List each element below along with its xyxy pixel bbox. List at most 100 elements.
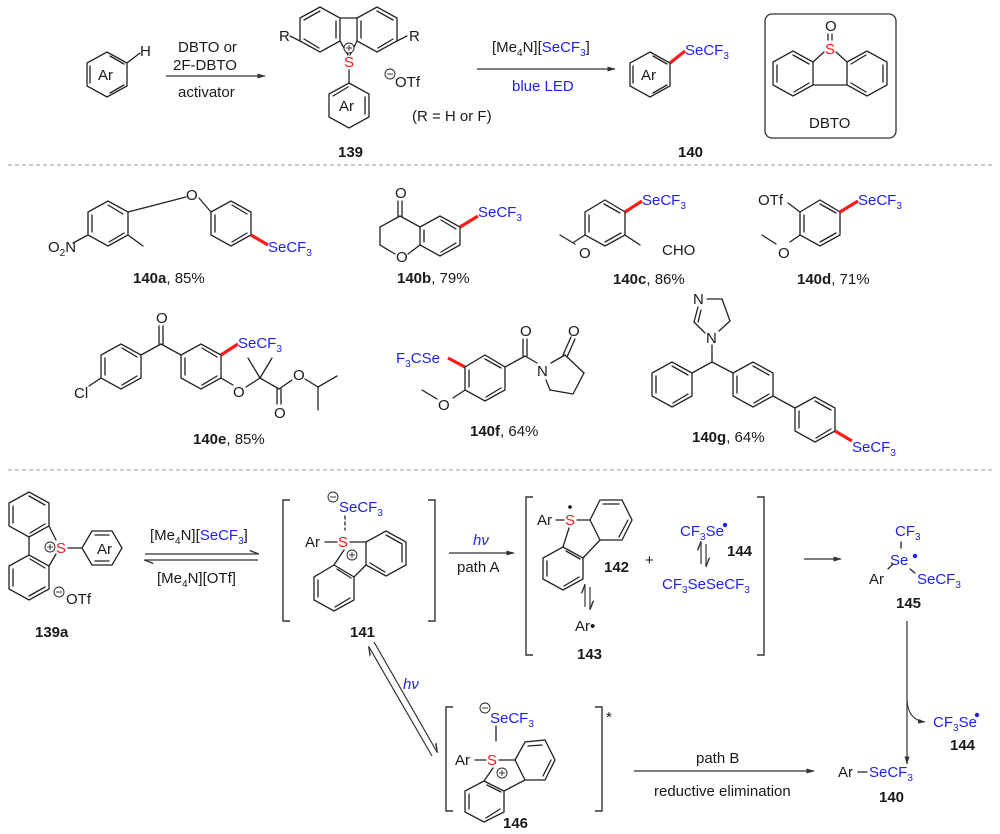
step1-reagent-1: DBTO or [178,39,237,56]
142-ar: Ar [537,512,552,529]
excited-state-star: * [606,709,612,726]
final-ar: Ar [838,764,853,781]
dbto-oxygen: O [825,18,837,35]
145-se: Se [890,552,908,569]
step2-reagent: [Me4N][SeCF3] [492,39,590,59]
ring-oxygen: O [396,249,408,266]
146-secf3: SeCF3 [490,710,534,730]
145-cf3: CF3 [895,523,921,543]
145-ar: Ar [869,571,884,588]
radical-dot-icon [568,505,572,509]
final-secf3: SeCF3 [869,764,913,784]
139a-label: 139a [35,624,69,641]
reverse-reagent: [Me4N][OTf] [157,570,236,590]
compound-140-label: 140 [678,144,703,161]
photoexcitation-reverse-arrow [369,647,433,757]
140a-secf3: SeCF3 [268,239,312,259]
forward-reagent: [Me4N][SeCF3] [150,527,248,547]
radical-dot-icon [974,712,980,718]
140f-lactam-o: O [568,323,580,340]
compound-140c: SeCF3 CHO O 140c, 86% [559,192,695,288]
r-group-right: R [409,28,420,45]
sulfonium-salt-139: R R S Ar OTf (R = H or F) 139 [279,6,492,161]
top-reaction: Ar H DBTO or 2F-DBTO activator [86,6,897,161]
compound-140g: N N SeCF3 140g, 64% [651,291,896,459]
142-label: 142 [604,559,629,576]
intermediate-146-excited: * SeCF3 Ar S 146 [445,702,612,832]
product-ar-label: Ar [641,67,656,84]
intermediate-142: Ar S 142 [537,499,633,591]
140g-label: 140g, 64% [692,429,765,446]
compound-140e: Cl O SeCF3 O O O [74,310,338,448]
compound-139-label: 139 [338,144,363,161]
140c-secf3: SeCF3 [642,192,686,212]
final-140-label: 140 [879,789,904,806]
path-b-label: path B [696,750,739,767]
radical-dot-icon [912,553,918,559]
r-group-note: (R = H or F) [412,108,492,125]
140f-methoxy-o: O [438,397,450,414]
146-ar: Ar [455,752,470,769]
product-140: Ar SeCF3 140 [629,42,729,161]
mechanism: S Ar OTf 139a [Me4N][SeCF3] [Me4N][OTf] … [8,491,980,832]
r-group-left: R [279,28,290,45]
step1-reagent-2: 2F-DBTO [173,57,237,74]
path-b-condition: reductive elimination [654,783,791,800]
141-sulfur: S [338,534,348,551]
radical-release-arrow [906,699,926,724]
140g-secf3: SeCF3 [852,439,896,459]
triflate-group: OTf [758,192,784,209]
143-label: 143 [577,646,602,663]
140d-label: 140d, 71% [797,271,870,288]
dbto-label: DBTO [809,115,850,132]
compound-140b: O O SeCF3 140b, 79% [379,185,522,287]
140e-ester-carbonyl-o: O [274,405,286,422]
ketone-oxygen: O [395,185,407,202]
chlorine-atom: Cl [74,385,88,402]
intermediate-141: SeCF3 Ar S 141 [282,491,436,641]
compound-139a: S Ar OTf 139a [8,491,123,641]
path-a-light: hν [473,532,489,549]
140e-ester-o: O [293,367,305,384]
new-c-se-bond [669,49,686,65]
140g-amine-n: N [706,330,717,347]
triflate-counterion: OTf [395,74,421,91]
140d-methoxy-o: O [778,245,790,262]
compound-140a: O SeCF3 O2N 140a, 85% [48,187,312,287]
140b-label: 140b, 79% [397,270,470,287]
141-secf3: SeCF3 [339,499,383,519]
arene-label: Ar [98,67,113,84]
140f-nitrogen: N [537,363,548,380]
dbto-reagent-box: O S DBTO [764,13,897,139]
aldehyde-group: CHO [662,242,695,259]
radical-dot-icon [722,522,728,528]
140e-ether-o: O [233,384,245,401]
photo-light: hν [403,676,419,693]
intermediate-145: CF3 Se Ar SeCF3 145 [869,523,961,612]
140d-secf3: SeCF3 [858,192,902,212]
substrate-scope: O SeCF3 O2N 140a, 85% O O [48,185,902,459]
140f-amide-o: O [520,323,532,340]
142-sulfur: S [565,512,575,529]
radical-144: CF3Se 144 [680,522,753,560]
sulfonium-ar-label: Ar [339,98,354,115]
dbto-sulfur: S [825,41,835,58]
145-secf3: SeCF3 [917,571,961,591]
146-sulfur: S [487,752,497,769]
arene-h: H [140,43,151,60]
146-label: 146 [503,815,528,832]
photoexcitation-forward-arrow [373,641,437,752]
145-label: 145 [896,595,921,612]
141-label: 141 [350,624,375,641]
final-product-140: Ar SeCF3 140 [838,764,913,806]
140f-f3cse: F3CSe [396,350,440,370]
144-cf3se: CF3Se [680,523,724,543]
140c-label: 140c, 86% [613,271,685,288]
141-ar: Ar [305,534,320,551]
ether-oxygen: O [186,187,198,204]
139a-counterion: OTf [66,591,92,608]
sulfur-atom: S [344,54,354,71]
nitro-group: O2N [48,239,76,259]
140g-imine-n: N [693,291,704,308]
